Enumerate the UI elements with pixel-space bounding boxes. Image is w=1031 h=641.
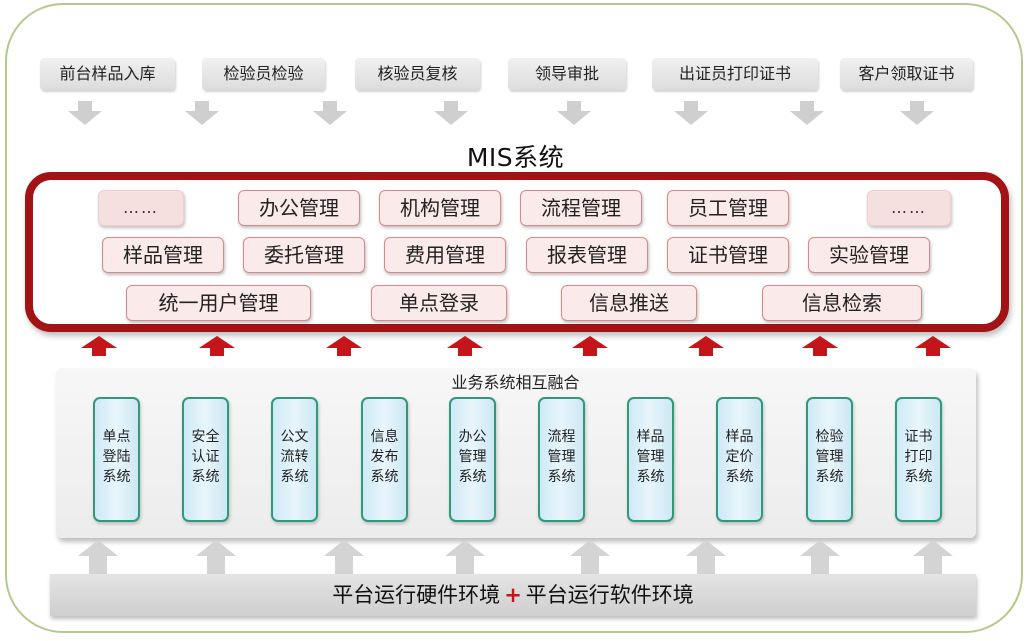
workflow-step-5: 出证员打印证书 xyxy=(652,58,818,90)
up-arrow-icon xyxy=(802,336,838,356)
mis-module-unified-user: 统一用户管理 xyxy=(126,285,311,321)
mis-module-staff: 员工管理 xyxy=(667,190,789,226)
mis-ellipsis-left: …… xyxy=(98,190,184,226)
workflow-step-1: 前台样品入库 xyxy=(40,58,175,90)
system-label: 办公管理系统 xyxy=(458,429,487,485)
mis-title: MIS系统 xyxy=(466,143,565,172)
system-inspection-management: 检验管理系统 xyxy=(806,397,853,522)
system-label: 证书打印系统 xyxy=(904,429,933,485)
system-info-publish: 信息发布系统 xyxy=(361,397,408,522)
up-arrow-icon xyxy=(915,336,951,356)
platform-hardware: 平台运行硬件环境 xyxy=(332,583,501,607)
mis-module-report: 报表管理 xyxy=(526,237,648,273)
down-arrow-icon xyxy=(900,101,934,127)
up-arrow-icon xyxy=(196,540,236,574)
system-label: 流程管理系统 xyxy=(547,429,576,485)
down-arrow-icon xyxy=(790,101,824,127)
system-label: 检验管理系统 xyxy=(815,429,844,485)
up-arrow-icon xyxy=(572,336,608,356)
up-arrow-icon xyxy=(913,540,953,574)
down-arrow-icon xyxy=(68,101,102,127)
system-label: 公文流转系统 xyxy=(280,429,309,485)
up-arrow-icon xyxy=(326,336,362,356)
platform-base: 平台运行硬件环境+平台运行软件环境 xyxy=(50,574,976,616)
system-certificate-print: 证书打印系统 xyxy=(895,397,942,522)
system-label: 样品定价系统 xyxy=(725,429,754,485)
mis-module-commission: 委托管理 xyxy=(243,237,365,273)
mis-ellipsis-right: …… xyxy=(867,190,951,226)
down-arrow-icon xyxy=(185,101,219,127)
mis-module-push: 信息推送 xyxy=(561,285,697,321)
up-arrow-icon xyxy=(78,540,118,574)
plus-sign: + xyxy=(504,583,522,607)
mis-module-office: 办公管理 xyxy=(238,190,360,226)
mis-module-search: 信息检索 xyxy=(762,285,922,321)
mis-module-sample: 样品管理 xyxy=(102,237,224,273)
up-arrow-icon xyxy=(686,540,726,574)
business-systems-title: 业务系统相互融合 xyxy=(451,373,580,392)
mis-module-experiment: 实验管理 xyxy=(808,237,930,273)
system-sample-management: 样品管理系统 xyxy=(627,397,674,522)
workflow-bar: 前台样品入库 检验员检验 核验员复核 领导审批 出证员打印证书 客户领取证书 xyxy=(40,58,973,90)
up-arrow-icon xyxy=(800,540,840,574)
system-security-auth: 安全认证系统 xyxy=(182,397,229,522)
up-arrow-icon xyxy=(447,336,483,356)
down-arrow-icon xyxy=(674,101,708,127)
mis-module-fee: 费用管理 xyxy=(384,237,506,273)
system-label: 单点登陆系统 xyxy=(102,429,131,485)
up-arrow-icon xyxy=(570,540,610,574)
system-label: 信息发布系统 xyxy=(370,429,399,485)
mis-module-organization: 机构管理 xyxy=(379,190,501,226)
up-arrow-icon xyxy=(81,336,117,356)
down-arrow-icon xyxy=(557,101,591,127)
down-arrow-icon xyxy=(434,101,468,127)
system-label: 样品管理系统 xyxy=(636,429,665,485)
system-sso-login: 单点登陆系统 xyxy=(93,397,140,522)
system-sample-pricing: 样品定价系统 xyxy=(716,397,763,522)
workflow-step-2: 检验员检验 xyxy=(202,58,325,90)
mis-module-process: 流程管理 xyxy=(520,190,642,226)
system-document-flow: 公文流转系统 xyxy=(271,397,318,522)
system-office-management: 办公管理系统 xyxy=(449,397,496,522)
workflow-step-6: 客户领取证书 xyxy=(840,58,973,90)
down-arrow-icon xyxy=(313,101,347,127)
mis-module-certificate: 证书管理 xyxy=(667,237,789,273)
up-arrow-icon xyxy=(324,540,364,574)
workflow-step-3: 核验员复核 xyxy=(355,58,480,90)
system-label: 安全认证系统 xyxy=(191,429,220,485)
platform-software: 平台运行软件环境 xyxy=(525,583,694,607)
up-arrow-icon xyxy=(199,336,235,356)
up-arrow-icon xyxy=(688,336,724,356)
mis-module-sso: 单点登录 xyxy=(371,285,507,321)
workflow-step-4: 领导审批 xyxy=(508,58,626,90)
up-arrow-icon xyxy=(445,540,485,574)
system-process-management: 流程管理系统 xyxy=(538,397,585,522)
